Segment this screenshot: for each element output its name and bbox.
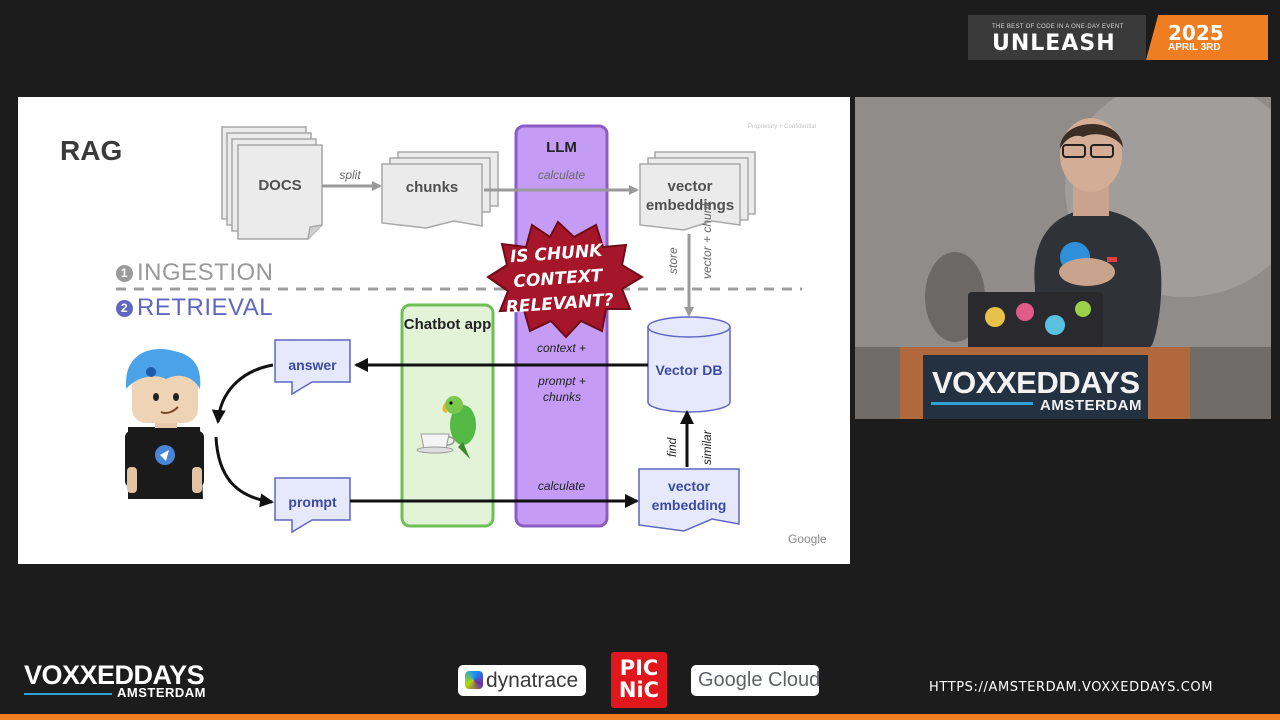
parrot-icon xyxy=(442,396,476,459)
confidential-note: Proprietary + Confidential xyxy=(748,124,816,130)
ingestion-number: 1 xyxy=(116,265,133,282)
speaker-scene xyxy=(855,97,1271,419)
podium-brand: VOXXEDDAYS xyxy=(932,365,1140,400)
store-label: store xyxy=(666,247,680,274)
picnic-top-label: PIC xyxy=(619,656,659,680)
vector-chunk-label: vector + chunk xyxy=(700,200,714,279)
slide-title: RAG xyxy=(60,135,123,166)
banner-right-panel: 2025 APRIL 3RD xyxy=(1146,15,1268,60)
prompt-label: prompt xyxy=(288,494,337,510)
banner-tagline: THE BEST OF CODE IN A ONE-DAY EVENT xyxy=(992,24,1124,30)
vector-db-node xyxy=(647,316,731,413)
vector-embedding-node xyxy=(638,468,740,532)
banner-year: 2025 xyxy=(1168,21,1224,45)
footer-brand-right: DAYS xyxy=(133,660,205,690)
callout-text: IS CHUNK CONTEXT RELEVANT? xyxy=(505,240,615,318)
chunks-node xyxy=(381,151,499,229)
prompt-chunks-label: prompt + chunks xyxy=(538,374,586,404)
footer-url: HTTPS://AMSTERDAM.VOXXEDDAYS.COM xyxy=(929,680,1214,695)
docs-label: DOCS xyxy=(258,177,302,194)
speaker-camera-feed: VOXXEDDAYS AMSTERDAM xyxy=(855,97,1271,419)
chatbot-app-column xyxy=(400,303,495,528)
calculate-bottom-label: calculate xyxy=(537,479,586,493)
footer-city: AMSTERDAM xyxy=(117,685,206,700)
teacup-icon xyxy=(416,433,455,454)
ingestion-label: INGESTION xyxy=(137,259,274,286)
answer-to-user-arrow xyxy=(211,363,274,424)
banner-title: UNLEASH xyxy=(992,31,1116,56)
answer-label: answer xyxy=(288,357,337,373)
llm-label: LLM xyxy=(546,139,577,156)
split-label: split xyxy=(339,168,361,182)
rag-diagram xyxy=(116,124,802,534)
banner-date: APRIL 3RD xyxy=(1168,42,1221,53)
footer-accent-line xyxy=(24,693,112,695)
user-avatar-icon xyxy=(125,349,204,499)
dynatrace-label: dynatrace xyxy=(486,669,579,692)
footer-brand: VOXXEDDAYS xyxy=(24,660,205,691)
banner-left-panel: THE BEST OF CODE IN A ONE-DAY EVENT UNLE… xyxy=(968,15,1146,60)
chatbot-app-label: Chatbot app xyxy=(403,316,492,333)
dynatrace-logo-icon xyxy=(465,671,483,689)
vector-db-label: Vector DB xyxy=(655,362,723,378)
google-logo: Google xyxy=(788,532,827,546)
vector-embeddings-node xyxy=(639,151,756,231)
similar-label: similar xyxy=(700,430,714,465)
prompt-node xyxy=(274,477,351,534)
callout-burst xyxy=(486,220,644,339)
retrieval-number: 2 xyxy=(116,300,133,317)
sponsor-google-cloud: Google Cloud xyxy=(691,665,821,696)
laptop xyxy=(968,292,1103,352)
calculate-top-label: calculate xyxy=(537,168,586,182)
footer-brand-left: VOXXED xyxy=(24,660,134,690)
user-to-prompt-arrow xyxy=(214,436,274,508)
find-label: find xyxy=(665,437,679,457)
context-label: context + xyxy=(536,341,587,355)
vector-embeddings-label: vector embeddings xyxy=(645,178,735,214)
bottom-accent-bar xyxy=(0,714,1280,720)
docs-node xyxy=(221,126,323,240)
vector-embedding-label: vector embedding xyxy=(651,478,727,513)
event-banner: THE BEST OF CODE IN A ONE-DAY EVENT UNLE… xyxy=(968,15,1268,60)
sponsor-picnic: PIC NiC xyxy=(611,652,667,708)
retrieval-label: RETRIEVAL xyxy=(137,294,274,321)
picnic-bottom-label: NiC xyxy=(618,678,660,702)
answer-node xyxy=(274,339,351,396)
chunks-label: chunks xyxy=(405,179,459,196)
podium-city: AMSTERDAM xyxy=(1040,397,1142,414)
sponsor-dynatrace: dynatrace xyxy=(458,665,586,696)
google-cloud-label: Google Cloud xyxy=(698,669,821,691)
